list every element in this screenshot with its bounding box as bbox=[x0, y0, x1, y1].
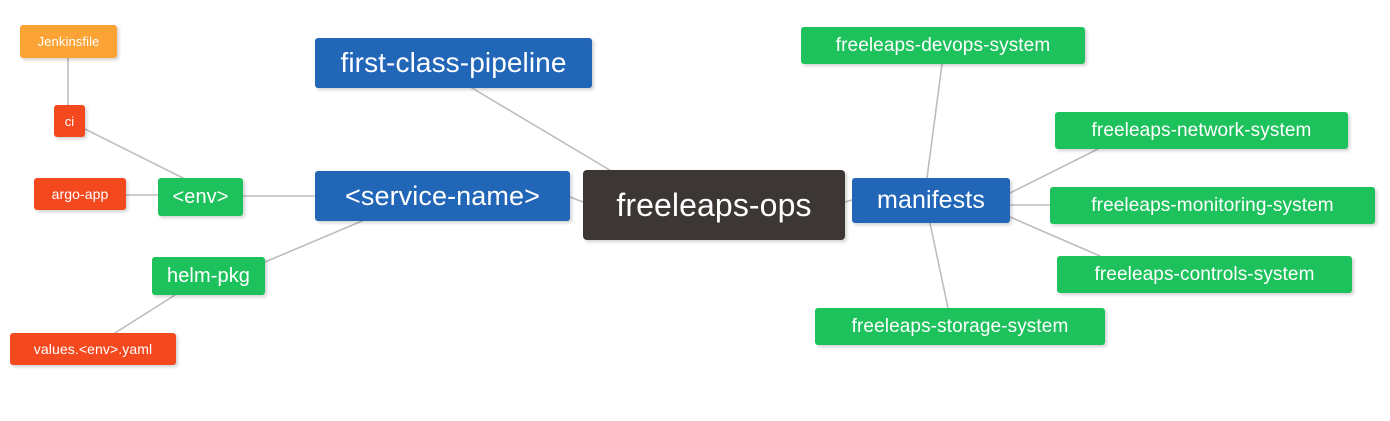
edge-helm-pkg-to-values-env-yaml bbox=[114, 294, 176, 334]
edge-manifests-to-freeleaps-devops-system bbox=[926, 63, 943, 179]
edge-service-name-to-helm-pkg bbox=[264, 220, 363, 263]
node-first-class-pipeline[interactable]: first-class-pipeline bbox=[315, 38, 592, 88]
node-ci[interactable]: ci bbox=[54, 105, 85, 137]
node-env[interactable]: <env> bbox=[158, 178, 243, 216]
node-label-freeleaps-monitoring-system: freeleaps-monitoring-system bbox=[1091, 195, 1334, 216]
node-freeleaps-network-system[interactable]: freeleaps-network-system bbox=[1055, 112, 1348, 149]
node-freeleaps-controls-system[interactable]: freeleaps-controls-system bbox=[1057, 256, 1352, 293]
node-freeleaps-ops[interactable]: freeleaps-ops bbox=[583, 170, 845, 240]
node-label-service-name: <service-name> bbox=[345, 180, 540, 211]
node-label-first-class-pipeline: first-class-pipeline bbox=[340, 47, 567, 78]
node-values-env-yaml[interactable]: values.<env>.yaml bbox=[10, 333, 176, 365]
node-label-freeleaps-storage-system: freeleaps-storage-system bbox=[851, 316, 1069, 337]
node-label-freeleaps-devops-system: freeleaps-devops-system bbox=[835, 35, 1051, 56]
edge-manifests-to-freeleaps-storage-system bbox=[929, 222, 949, 309]
edge-freeleaps-ops-to-manifests bbox=[844, 199, 853, 203]
node-service-name[interactable]: <service-name> bbox=[315, 171, 570, 221]
node-label-helm-pkg: helm-pkg bbox=[166, 265, 251, 287]
edge-freeleaps-ops-to-service-name bbox=[569, 196, 584, 203]
edge-freeleaps-ops-to-first-class-pipeline bbox=[471, 87, 614, 173]
edge-env-to-ci bbox=[84, 128, 184, 179]
node-label-jenkinsfile: Jenkinsfile bbox=[37, 34, 100, 49]
node-freeleaps-storage-system[interactable]: freeleaps-storage-system bbox=[815, 308, 1105, 345]
node-label-manifests: manifests bbox=[877, 186, 985, 214]
node-manifests[interactable]: manifests bbox=[852, 178, 1010, 223]
node-label-argo-app: argo-app bbox=[51, 186, 109, 202]
node-helm-pkg[interactable]: helm-pkg bbox=[152, 257, 265, 295]
node-label-ci: ci bbox=[64, 113, 75, 129]
node-jenkinsfile[interactable]: Jenkinsfile bbox=[20, 25, 117, 58]
node-label-env: <env> bbox=[172, 186, 229, 208]
node-argo-app[interactable]: argo-app bbox=[34, 178, 126, 210]
node-label-freeleaps-network-system: freeleaps-network-system bbox=[1091, 120, 1312, 141]
node-freeleaps-monitoring-system[interactable]: freeleaps-monitoring-system bbox=[1050, 187, 1375, 224]
node-freeleaps-devops-system[interactable]: freeleaps-devops-system bbox=[801, 27, 1085, 64]
node-label-values-env-yaml: values.<env>.yaml bbox=[33, 341, 153, 357]
node-label-freeleaps-ops: freeleaps-ops bbox=[616, 187, 812, 223]
node-label-freeleaps-controls-system: freeleaps-controls-system bbox=[1094, 264, 1315, 285]
